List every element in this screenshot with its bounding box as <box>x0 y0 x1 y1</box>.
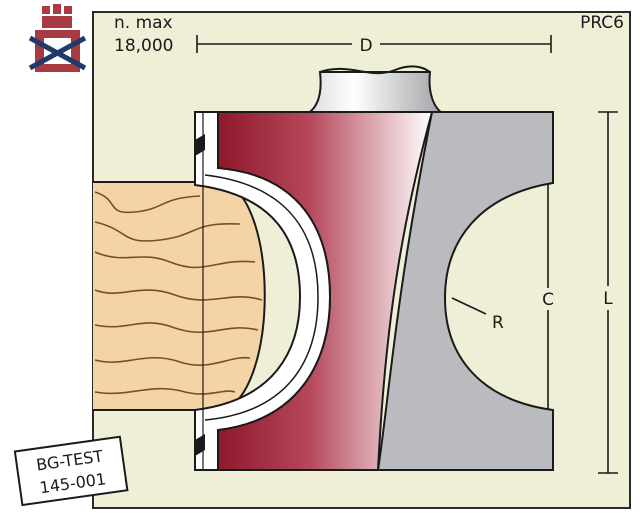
carbide-edge <box>194 111 332 471</box>
edge-notch-bottom <box>195 434 205 456</box>
shank-twist <box>319 65 431 75</box>
wood-workpiece <box>93 181 266 411</box>
edge-inner-line <box>204 174 319 421</box>
dimension-l-label: L <box>603 289 613 309</box>
edge-notch-top <box>195 134 205 156</box>
bg-test-badge: BG-TEST 145-001 <box>13 435 129 507</box>
dimension-c-label: C <box>542 290 554 310</box>
model-code: PRC6 <box>580 13 624 33</box>
cutter-shank <box>304 71 446 116</box>
dimension-d-label: D <box>359 36 372 56</box>
speed-label: n. max <box>114 13 173 33</box>
no-hand-feed-icon <box>28 4 87 72</box>
dimension-l <box>598 111 618 474</box>
radius-label: R <box>492 313 504 333</box>
speed-value: 18,000 <box>114 36 173 56</box>
dimension-d <box>196 35 552 53</box>
radius-leader <box>451 297 487 315</box>
cutter-body <box>376 111 554 471</box>
